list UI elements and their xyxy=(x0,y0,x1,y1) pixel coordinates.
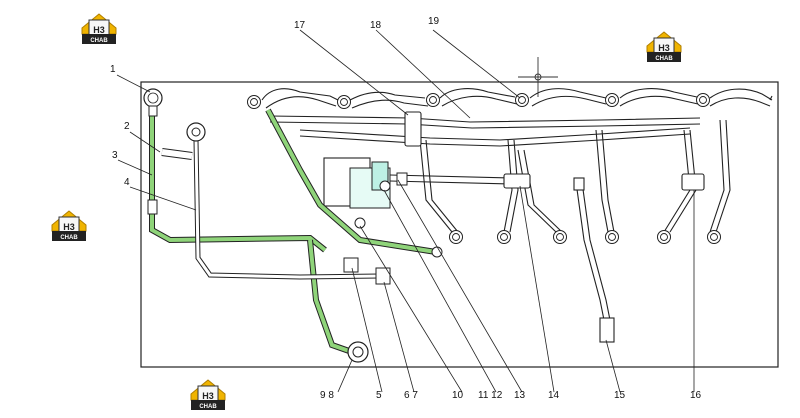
svg-text:CHAB: CHAB xyxy=(60,235,78,241)
callout-5: 5 xyxy=(376,390,382,401)
callout-6-7: 6 7 xyxy=(404,390,418,401)
joint-fittings xyxy=(147,199,443,285)
svg-text:CHAB: CHAB xyxy=(655,56,673,62)
svg-text:H3: H3 xyxy=(658,43,670,53)
watermark-logo-bottom: H3 CHAB xyxy=(190,379,226,411)
callout-labels: 1 2 3 4 9 8 5 6 7 10 11 12 13 14 15 16 1… xyxy=(110,16,702,401)
watermark-logo-left: H3 CHAB xyxy=(51,210,87,242)
svg-text:H3: H3 xyxy=(202,391,214,401)
svg-text:CHAB: CHAB xyxy=(199,404,217,410)
callout-3: 3 xyxy=(112,150,118,161)
injector-nuts-bottom xyxy=(449,230,721,244)
fuel-pump-assembly xyxy=(323,157,511,209)
callout-11-12: 11 12 xyxy=(478,390,503,401)
filter-elbow-9 xyxy=(347,341,369,363)
callout-14: 14 xyxy=(548,390,560,401)
mounting-plate xyxy=(140,81,779,368)
callout-17: 17 xyxy=(294,20,306,31)
watermark-logo-top-left: H3 CHAB xyxy=(81,13,117,45)
callout-1: 1 xyxy=(110,64,116,75)
callout-13: 13 xyxy=(514,390,526,401)
callout-9-8: 9 8 xyxy=(320,390,334,401)
supply-pipes-left xyxy=(149,108,437,355)
callout-2: 2 xyxy=(124,121,130,132)
svg-text:H3: H3 xyxy=(93,25,105,35)
callout-19: 19 xyxy=(428,16,440,27)
watermark-logo-top-right: H3 CHAB xyxy=(646,31,682,63)
callout-4: 4 xyxy=(124,177,130,188)
callout-18: 18 xyxy=(370,20,382,31)
callout-16: 16 xyxy=(690,390,702,401)
high-pressure-pipes xyxy=(261,88,773,233)
pipe-clamps xyxy=(404,111,705,191)
callout-10: 10 xyxy=(452,390,464,401)
banjo-fitting-4 xyxy=(186,122,206,142)
pressure-gauge-1 xyxy=(143,88,163,117)
leader-lines xyxy=(116,29,695,393)
injector-nuts-top xyxy=(247,93,710,109)
return-pipe-15 xyxy=(573,177,615,343)
callout-15: 15 xyxy=(614,390,626,401)
svg-text:CHAB: CHAB xyxy=(90,38,108,44)
svg-text:H3: H3 xyxy=(63,222,75,232)
crosshair-mark xyxy=(518,57,558,97)
